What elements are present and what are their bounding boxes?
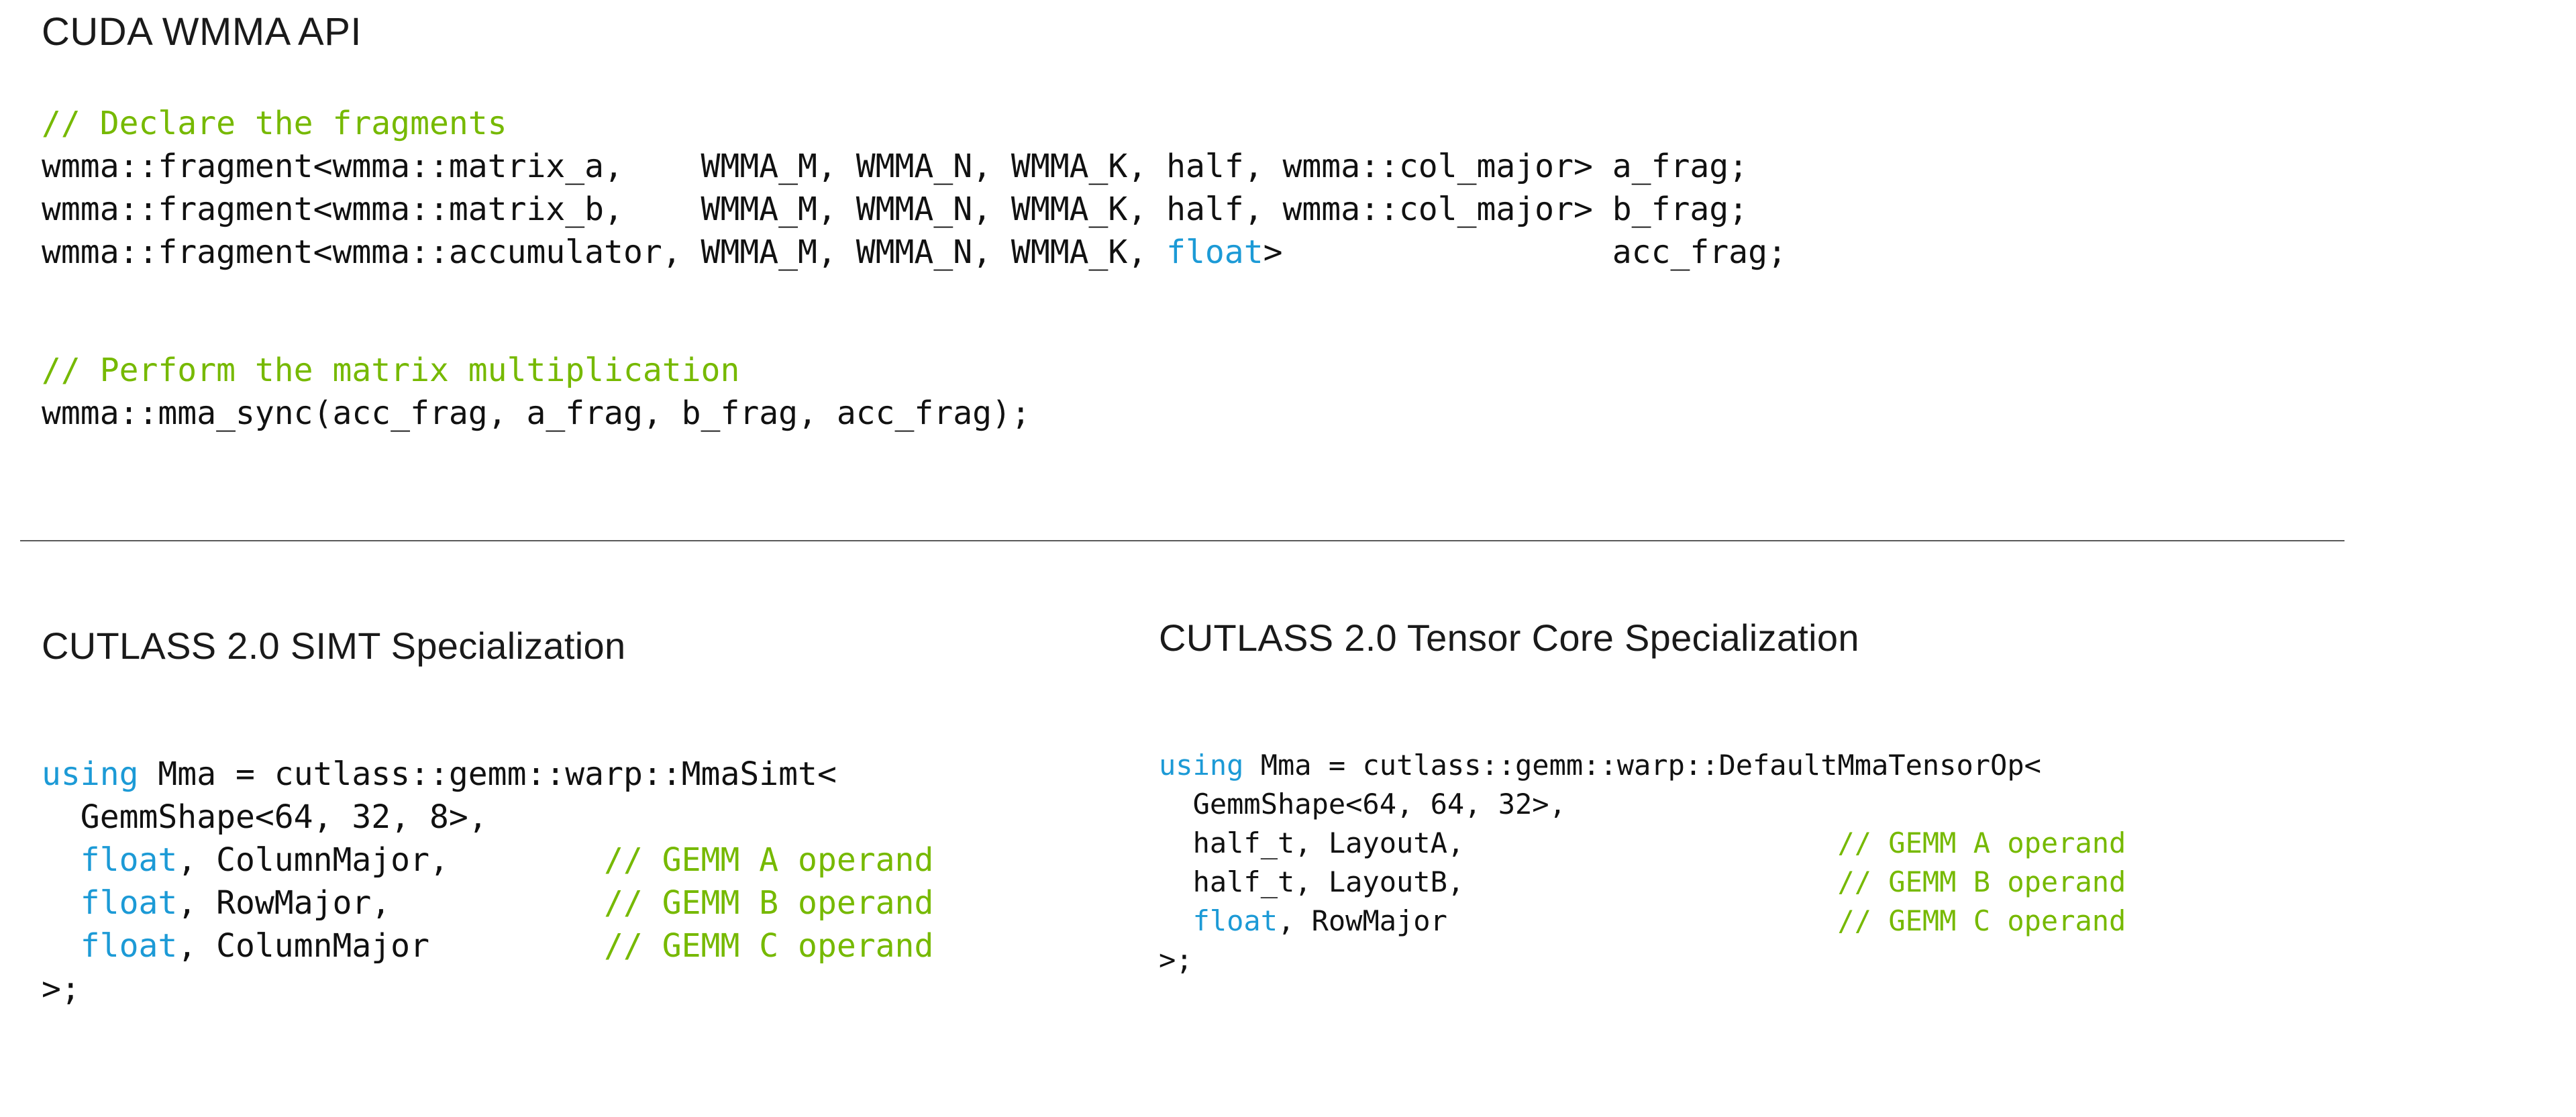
code-line: >; (42, 967, 933, 1010)
section-divider (20, 540, 2345, 541)
cutlass-tensor-code-block: using Mma = cutlass::gemm::warp::Default… (1159, 746, 2126, 979)
code-line: float, ColumnMajor, // GEMM A operand (42, 839, 934, 882)
code-token-plain: , RowMajor, (177, 884, 605, 922)
code-token-keyword: float (1166, 233, 1264, 271)
code-token-plain: , ColumnMajor, (177, 841, 605, 879)
code-line: GemmShape<64, 64, 32>, (1159, 785, 2126, 824)
code-token-plain (42, 927, 81, 965)
code-token-comment: // GEMM C operand (604, 927, 934, 965)
page-title: CUDA WMMA API (42, 10, 362, 54)
code-token-plain (42, 884, 81, 922)
code-token-keyword: float (1192, 904, 1278, 937)
code-line: half_t, LayoutB, // GEMM B operand (1159, 863, 2126, 902)
code-token-keyword: using (42, 755, 139, 793)
code-token-plain: wmma::fragment<wmma::matrix_b, WMMA_M, W… (42, 191, 1749, 228)
code-token-plain: wmma::fragment<wmma::matrix_a, WMMA_M, W… (42, 148, 1749, 185)
code-token-plain: Mma = cutlass::gemm::warp::DefaultMmaTen… (1243, 749, 2041, 782)
code-token-keyword: float (80, 927, 178, 965)
code-line: wmma::fragment<wmma::accumulator, WMMA_M… (42, 231, 1787, 274)
code-line: GemmShape<64, 32, 8>, (42, 796, 933, 839)
code-token-plain: wmma::mma_sync(acc_frag, a_frag, b_frag,… (42, 394, 1031, 432)
code-line: wmma::fragment<wmma::matrix_a, WMMA_M, W… (42, 145, 1787, 188)
code-token-keyword: using (1159, 749, 1244, 782)
code-line: float, RowMajor // GEMM C operand (1159, 902, 2126, 941)
code-token-plain: >; (1159, 943, 1193, 976)
code-line: using Mma = cutlass::gemm::warp::MmaSimt… (42, 753, 933, 796)
code-token-plain: , ColumnMajor (177, 927, 605, 965)
code-line: using Mma = cutlass::gemm::warp::Default… (1159, 746, 2126, 785)
code-token-plain: GemmShape<64, 64, 32>, (1159, 788, 1566, 820)
code-token-keyword: float (80, 841, 178, 879)
code-token-comment: // GEMM A operand (1837, 827, 2126, 859)
code-line: // Declare the fragments (42, 102, 1787, 145)
code-line: half_t, LayoutA, // GEMM A operand (1159, 824, 2126, 863)
code-token-comment: // GEMM B operand (1837, 865, 2126, 898)
code-token-plain (1159, 904, 1193, 937)
code-line: // Perform the matrix multiplication (42, 349, 1031, 392)
code-token-comment: // GEMM C operand (1837, 904, 2126, 937)
code-token-plain: > acc_frag; (1263, 233, 1787, 271)
code-line: float, ColumnMajor // GEMM C operand (42, 924, 934, 967)
cutlass-simt-code-block: using Mma = cutlass::gemm::warp::MmaSimt… (42, 753, 933, 1010)
wmma-multiply-code-block: // Perform the matrix multiplication wmma… (42, 349, 1031, 435)
code-line: wmma::fragment<wmma::matrix_b, WMMA_M, W… (42, 188, 1787, 231)
code-line: wmma::mma_sync(acc_frag, a_frag, b_frag,… (42, 392, 1031, 435)
code-token-comment: // GEMM B operand (604, 884, 934, 922)
code-token-plain: wmma::fragment<wmma::accumulator, WMMA_M… (42, 233, 1167, 271)
code-token-plain: , RowMajor (1278, 904, 1838, 937)
code-token-comment: // Declare the fragments (42, 105, 507, 142)
code-token-plain: half_t, LayoutB, (1159, 865, 1838, 898)
tensor-core-section-heading: CUTLASS 2.0 Tensor Core Specialization (1159, 617, 1859, 659)
code-token-keyword: float (80, 884, 178, 922)
code-token-plain: >; (42, 970, 81, 1008)
code-token-plain (42, 841, 81, 879)
code-token-plain: GemmShape<64, 32, 8>, (42, 798, 488, 836)
simt-section-heading: CUTLASS 2.0 SIMT Specialization (42, 625, 626, 667)
code-token-plain: half_t, LayoutA, (1159, 827, 1838, 859)
code-line: >; (1159, 941, 2126, 979)
code-token-plain: Mma = cutlass::gemm::warp::MmaSimt< (138, 755, 837, 793)
code-token-comment: // GEMM A operand (604, 841, 934, 879)
code-token-comment: // Perform the matrix multiplication (42, 352, 740, 389)
code-line: float, RowMajor, // GEMM B operand (42, 882, 934, 924)
